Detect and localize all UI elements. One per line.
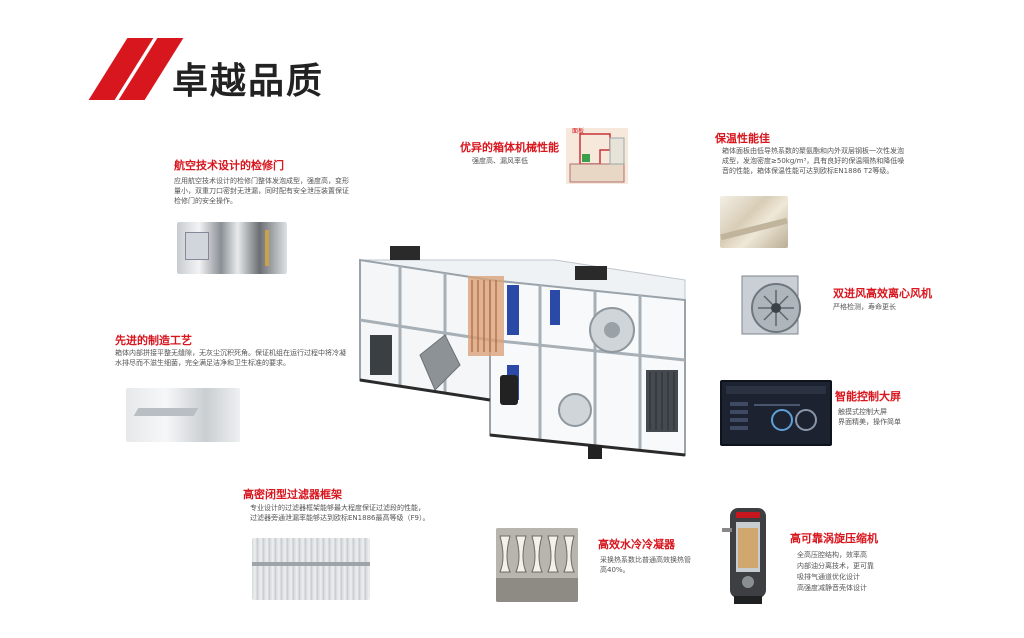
feature-desc-centrifugal-fan: 严格检测，寿命更长: [833, 303, 896, 311]
feature-title-insulation: 保温性能佳: [715, 132, 770, 145]
feature-desc-scroll-compressor: 全高压腔结构，效率高 内部油分离技术，更可靠 吸排气通道优化设计 高强度减静音壳…: [797, 551, 874, 592]
condenser-tube-photo: [496, 528, 578, 602]
seamless-joint-photo: [126, 388, 240, 442]
feature-title-condenser: 高效水冷冷凝器: [598, 538, 675, 551]
centrifugal-fan-photo: [736, 268, 816, 342]
feature-desc-inspection-door: 应用航空技术设计的检修门整体发泡成型，强度高，变形量小，双重刀口密封无泄漏，同时…: [174, 177, 349, 205]
feature-desc-cabinet-mechanics: 强度高、漏风率低: [472, 157, 528, 165]
panel-label: 面板: [572, 127, 584, 135]
feature-title-scroll-compressor: 高可靠涡旋压缩机: [790, 532, 878, 545]
cabinet-section-diagram: 面板: [560, 124, 632, 190]
feature-desc-insulation: 箱体面板由低导热系数的聚氨酯和内外双层钢板一次性发泡成型，发泡密度≥50kg/m…: [722, 147, 905, 175]
feature-title-control-screen: 智能控制大屏: [835, 390, 901, 403]
control-screen-photo: [720, 380, 832, 446]
filter-frame-photo: [252, 538, 370, 600]
feature-title-centrifugal-fan: 双进风高效离心风机: [833, 287, 932, 300]
feature-desc-condenser: 采换热系数比普通高效换热管高40%。: [600, 556, 691, 574]
insulation-panel-photo: [720, 196, 788, 248]
feature-title-inspection-door: 航空技术设计的检修门: [174, 159, 284, 172]
feature-title-filter-frame: 高密闭型过滤器框架: [243, 488, 342, 501]
inspection-door-photo: [177, 222, 287, 274]
feature-title-cabinet-mechanics: 优异的箱体机械性能: [460, 141, 559, 154]
feature-title-manufacturing: 先进的制造工艺: [115, 334, 192, 347]
page-title: 卓越品质: [172, 61, 325, 102]
air-handling-unit-illustration: [359, 246, 686, 459]
feature-desc-manufacturing: 箱体内部拼接平整无缝隙，无灰尘沉积死角。保证机组在运行过程中将冷凝水排尽而不滋生…: [115, 349, 346, 367]
scroll-compressor-photo: [716, 498, 778, 610]
feature-desc-control-screen: 触摸式控制大屏 界面精美，操作简单: [838, 408, 901, 426]
feature-desc-filter-frame: 专业设计的过滤器框架能够最大程度保证过滤段的性能，过滤器旁通泄漏率能够达到欧标E…: [250, 504, 430, 522]
